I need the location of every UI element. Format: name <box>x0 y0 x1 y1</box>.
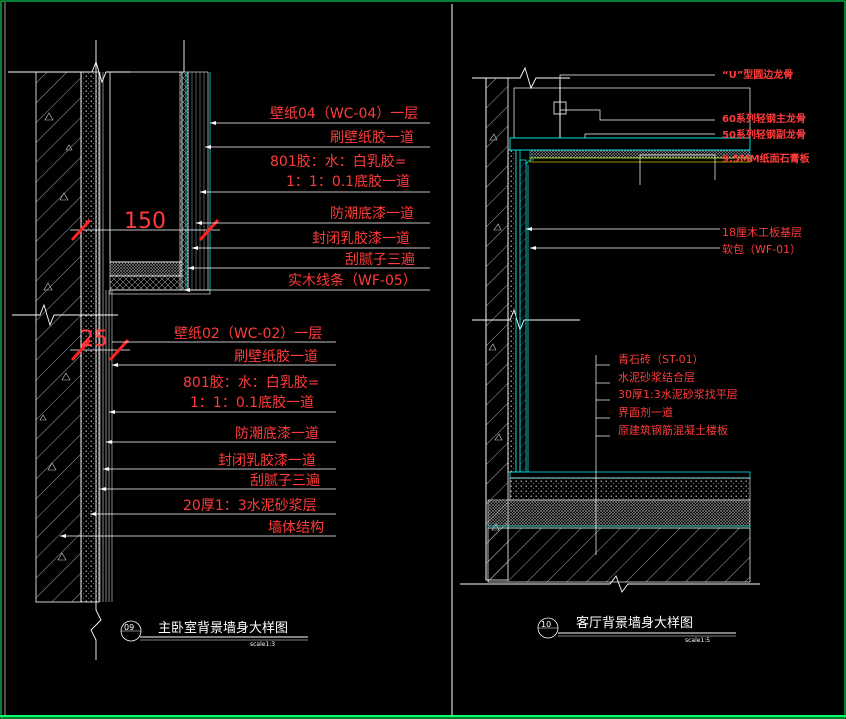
label-801-mix: 801胶：水：白乳胶= <box>270 153 406 170</box>
dimension-150: 150 <box>124 209 166 234</box>
right-wall-section <box>460 66 760 593</box>
left-title-number: 09 <box>124 623 134 632</box>
label-wood-trim: 实木线条（WF-05） <box>288 272 417 289</box>
label-u-keel: “U”型圆边龙骨 <box>722 68 793 81</box>
label-mortar-bond: 水泥砂浆结合层 <box>618 370 695 384</box>
left-dimensions: 150 25 <box>70 209 220 362</box>
dimension-25: 25 <box>80 327 108 352</box>
left-title-block: 09 主卧室背景墙身大样图 scale1:3 <box>120 620 308 648</box>
right-title-block: 10 客厅背景墙身大样图 scale1:5 <box>537 615 736 644</box>
label-sealing-latex: 封闭乳胶漆一道 <box>312 230 410 247</box>
left-title: 主卧室背景墙身大样图 <box>158 620 288 636</box>
left-wall-section <box>8 40 211 660</box>
label-putty: 刮腻子三遍 <box>345 252 415 268</box>
label-main-keel: 60系列轻钢主龙骨 <box>722 112 806 125</box>
left-top-annotations: 壁纸04（WC-04）一层 刷壁纸胶一道 801胶：水：白乳胶= 1：1：0.1… <box>184 106 430 292</box>
label-wallpaper-04: 壁纸04（WC-04）一层 <box>270 106 418 122</box>
label-plywood-base: 18厘木工板基层 <box>722 225 802 239</box>
label-sealing-latex-2: 封闭乳胶漆一道 <box>218 452 316 469</box>
label-soft-pack: 软包（WF-01） <box>722 242 801 256</box>
label-cement-mortar: 20厚1：3水泥砂浆层 <box>183 498 317 514</box>
label-base-glue: 1：1：0.1底胶一道 <box>286 173 410 190</box>
label-wallpaper-glue: 刷壁纸胶一道 <box>330 129 414 146</box>
label-putty-2: 刮腻子三遍 <box>250 473 320 489</box>
right-scale: scale1:5 <box>685 637 710 644</box>
label-gypsum-board: 9.5MM纸面石膏板 <box>722 152 811 165</box>
right-title: 客厅背景墙身大样图 <box>576 615 693 631</box>
label-wallpaper-02: 壁纸02（WC-02）一层 <box>174 326 322 342</box>
label-moisture-primer: 防潮底漆一道 <box>330 206 414 222</box>
left-bottom-annotations: 壁纸02（WC-02）一层 刷壁纸胶一道 801胶：水：白乳胶= 1：1：0.1… <box>60 326 336 538</box>
label-moisture-primer-2: 防潮底漆一道 <box>235 426 319 442</box>
label-concrete-slab: 原建筑钢筋混凝土楼板 <box>618 423 728 437</box>
label-bluestone-tile: 青石砖（ST-01） <box>618 352 704 366</box>
label-wall-structure: 墙体结构 <box>268 520 324 536</box>
right-title-number: 10 <box>541 620 551 629</box>
label-801-mix-2: 801胶：水：白乳胶= <box>183 374 319 391</box>
label-interface-agent: 界面剂一道 <box>618 405 673 419</box>
label-wallpaper-glue-2: 刷壁纸胶一道 <box>234 348 318 365</box>
left-scale: scale1:3 <box>250 641 275 648</box>
label-base-glue-2: 1：1：0.1底胶一道 <box>190 394 314 411</box>
label-leveling-layer: 30厚1:3水泥砂浆找平层 <box>618 387 738 401</box>
right-annotations: “U”型圆边龙骨 60系列轻钢主龙骨 50系列轻钢副龙骨 9.5MM纸面石膏板 … <box>526 68 811 555</box>
label-sub-keel: 50系列轻钢副龙骨 <box>722 128 806 141</box>
